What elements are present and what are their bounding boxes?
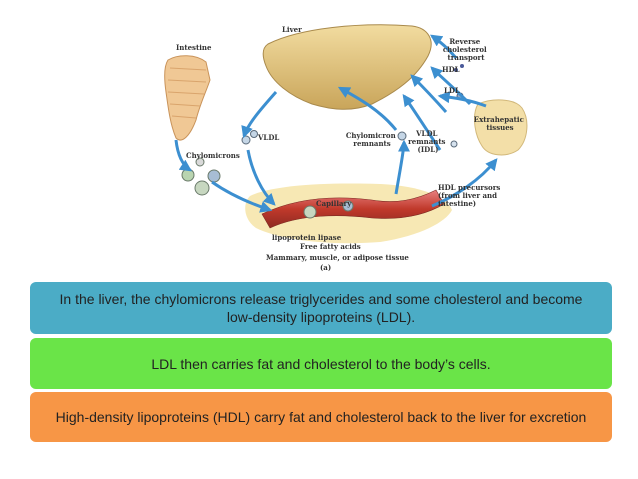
label-ldl: LDL (444, 86, 460, 95)
label-chylomicron-remnants: Chylomicron remnants (346, 131, 398, 148)
label-vldl: VLDL (257, 133, 279, 142)
label-hdl: HDL (442, 65, 460, 74)
caption-box-liver-ldl: In the liver, the chylomicrons release t… (30, 282, 612, 334)
label-reverse-line3: transport (448, 53, 486, 62)
flow-arrows (174, 34, 498, 213)
label-intestine: Intestine (176, 43, 212, 52)
label-vldl-rem-line2: remnants (408, 137, 445, 146)
label-hdl-prec-line1: HDL precursors (438, 183, 500, 192)
label-hdl-prec-line2: (from liver and (438, 191, 497, 200)
capillary-shape (245, 183, 452, 244)
caption-box-ldl-cells: LDL then carries fat and cholesterol to … (30, 338, 612, 389)
label-extrahepatic-line1: Extrahepatic (474, 115, 524, 124)
label-lipoprotein-lipase: lipoprotein lipase (272, 233, 342, 242)
label-chylomicrons: Chylomicrons (186, 151, 240, 160)
label-hdl-precursors: HDL precursors (from liver and intestine… (438, 183, 503, 208)
label-extrahepatic: Extrahepatic tissues (474, 115, 527, 132)
label-free-fatty-acids: Free fatty acids (300, 242, 361, 251)
label-liver: Liver (282, 25, 302, 34)
caption-box-hdl-liver: High-density lipoproteins (HDL) carry fa… (30, 392, 612, 442)
intestine-shape (164, 55, 211, 141)
label-reverse-line1: Reverse (449, 37, 480, 46)
label-vldl-remnants: VLDL remnants (IDL) (408, 129, 448, 154)
label-reverse-line2: cholesterol (443, 45, 487, 54)
label-chylo-rem-line2: remnants (353, 139, 390, 148)
liver-shape (262, 24, 432, 110)
extrahepatic-tissue-shape (474, 99, 528, 156)
lipoprotein-transport-diagram: Intestine Liver Reverse cholesterol tran… (164, 24, 528, 272)
label-reverse-transport: Reverse cholesterol transport (443, 37, 489, 62)
label-tissue: Mammary, muscle, or adipose tissue (266, 253, 409, 262)
label-chylo-rem-line1: Chylomicron (346, 131, 396, 140)
label-extrahepatic-line2: tissues (486, 123, 513, 132)
label-capillary: Capillary (316, 199, 352, 208)
label-vldl-rem-line1: VLDL (415, 129, 437, 138)
label-vldl-rem-line3: (IDL) (418, 145, 439, 154)
label-hdl-prec-line3: intestine) (438, 199, 476, 208)
label-panel: (a) (320, 263, 331, 272)
